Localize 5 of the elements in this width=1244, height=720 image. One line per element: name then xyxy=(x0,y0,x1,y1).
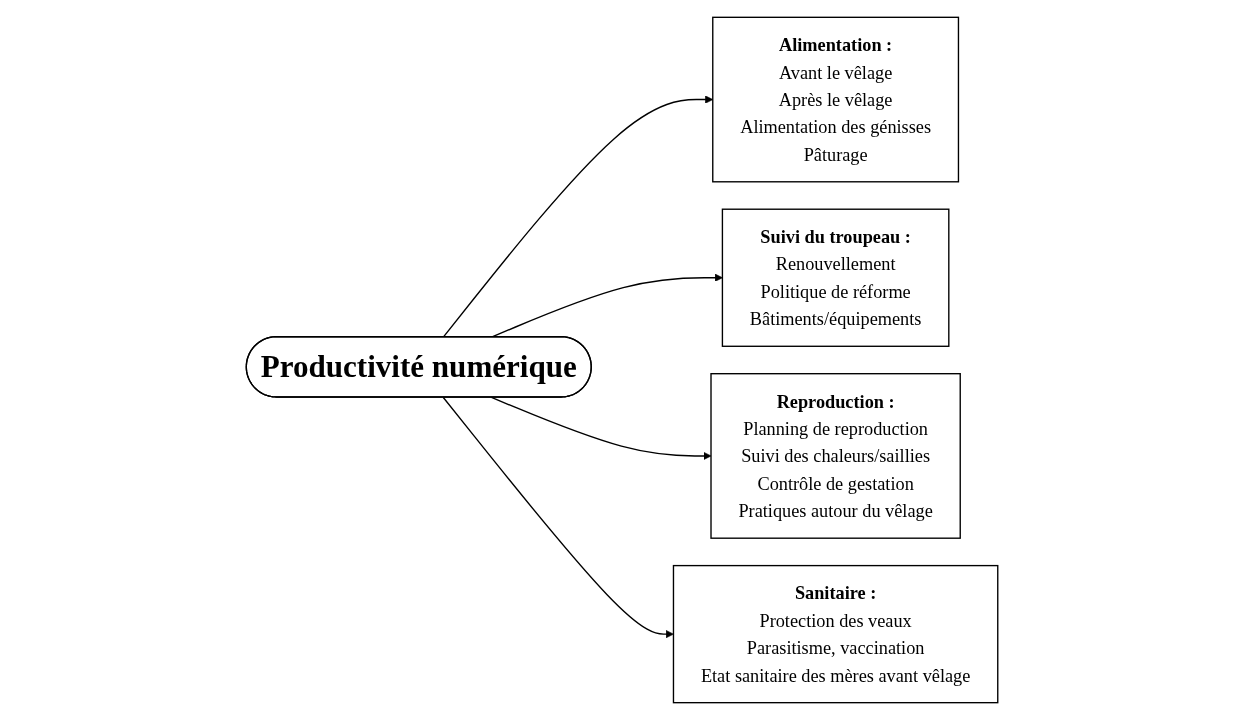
node-box: Suivi du troupeau : Renouvellement Politique de réforme Bâtiments/équipements xyxy=(721,208,950,347)
node-box: Alimentation : Avant le vêlage Après le vêlage Alimentation des génisses Pâturage xyxy=(712,16,960,183)
node-box: Sanitaire : Protection des veaux Parasitisme, vaccination Etat sanitaire des mères avant vêlage xyxy=(672,564,999,704)
arrow xyxy=(442,396,674,639)
node-box: Reproduction : Planning de reproduction Suivi des chaleurs/saillies Contrôle de gestation Pratiques autour du vêlage xyxy=(710,373,961,539)
